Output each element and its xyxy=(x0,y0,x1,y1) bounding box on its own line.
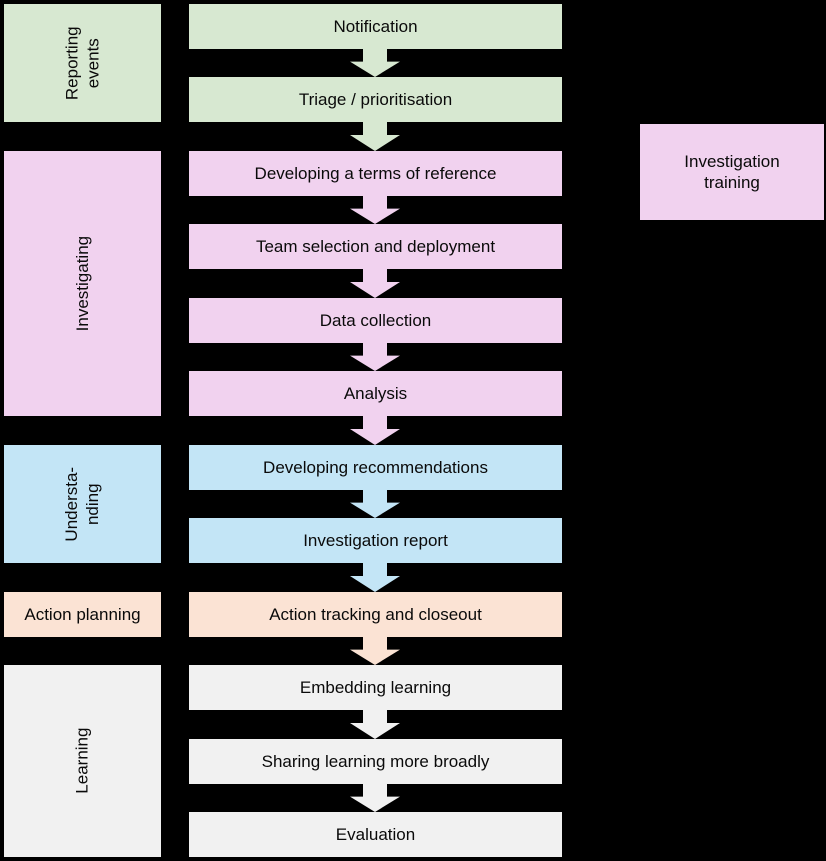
flow-arrow-down-icon xyxy=(350,343,400,371)
phase-reporting-events: Reporting events xyxy=(4,4,161,122)
step-evaluation: Evaluation xyxy=(189,812,562,857)
flow-arrow-down-icon xyxy=(350,784,400,812)
flow-arrow-down-icon xyxy=(350,563,400,592)
flow-arrow-down-icon xyxy=(350,637,400,665)
phase-reporting-events-label: Reporting events xyxy=(62,26,103,100)
phase-learning: Learning xyxy=(4,665,161,857)
step-analysis: Analysis xyxy=(189,371,562,416)
step-embedding-learning: Embedding learning xyxy=(189,665,562,710)
flow-arrow-down-icon xyxy=(350,490,400,518)
phase-learning-label: Learning xyxy=(72,727,92,795)
flow-arrow-down-icon xyxy=(350,269,400,298)
flow-arrow-down-icon xyxy=(350,49,400,77)
phase-investigating: Investigating xyxy=(4,151,161,416)
step-team-selection-deployment: Team selection and deployment xyxy=(189,224,562,269)
phase-investigating-label: Investigating xyxy=(72,235,92,332)
step-terms-of-reference: Developing a terms of reference xyxy=(189,151,562,196)
step-investigation-report: Investigation report xyxy=(189,518,562,563)
step-sharing-learning-broadly: Sharing learning more broadly xyxy=(189,739,562,784)
flow-arrow-down-icon xyxy=(350,710,400,739)
flow-arrow-down-icon xyxy=(350,196,400,224)
phase-action-planning-label: Action planning xyxy=(24,604,141,624)
flow-arrow-down-icon xyxy=(350,416,400,445)
step-developing-recommendations: Developing recommendations xyxy=(189,445,562,490)
step-data-collection: Data collection xyxy=(189,298,562,343)
phase-understanding: Understa- nding xyxy=(4,445,161,563)
phase-action-planning: Action planning xyxy=(4,592,161,637)
step-notification: Notification xyxy=(189,4,562,49)
phase-understanding-label: Understa- nding xyxy=(62,466,103,542)
step-triage-prioritisation: Triage / prioritisation xyxy=(189,77,562,122)
flow-arrow-down-icon xyxy=(350,122,400,151)
investigation-training-box: Investigation training xyxy=(640,124,824,220)
step-action-tracking-closeout: Action tracking and closeout xyxy=(189,592,562,637)
